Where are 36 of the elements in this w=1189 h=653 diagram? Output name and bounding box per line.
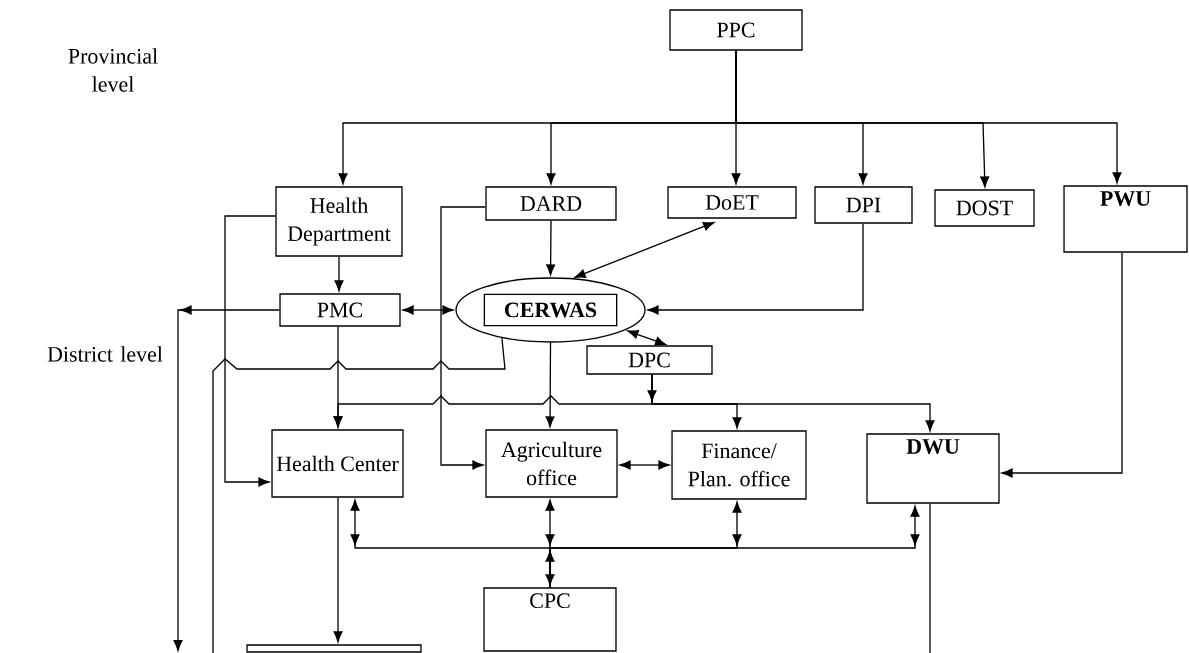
arrow [627,330,667,346]
org-box: Finance/ Plan. office [671,430,807,500]
arrow [546,220,556,276]
org-box: DARD [485,186,617,221]
connector-line [212,337,506,653]
org-box: DWU [866,433,1000,504]
org-box: DOST [934,189,1035,227]
arrow [545,342,555,428]
org-box: Agriculture office [485,429,618,498]
org-box: CPC [483,587,617,652]
org-box: DPC [586,345,713,375]
org-box: PMC [279,293,401,327]
org-box: DPI [814,186,913,224]
highlighted-box: CERWAS [455,277,646,343]
org-box: PWU [1063,185,1188,253]
arrow [619,460,670,470]
arrow [549,505,920,588]
arrow [1001,252,1123,478]
org-box: DoET [667,186,797,219]
level-label: District level [47,346,163,362]
arrow [333,374,653,428]
org-box: Health Department [275,186,403,257]
arrow [647,223,864,315]
arrow [224,215,277,487]
arrow [334,256,344,292]
org-box: PPC [669,9,803,51]
arrow [440,206,487,470]
empty-box [246,644,422,653]
arrow [574,221,715,278]
arrow [402,305,454,315]
connector-line [929,503,931,653]
arrow [333,497,343,643]
org-box: Health Center [271,429,404,498]
arrow [173,305,281,651]
arrow [735,50,1122,184]
level-label: Provincial level [68,48,158,92]
